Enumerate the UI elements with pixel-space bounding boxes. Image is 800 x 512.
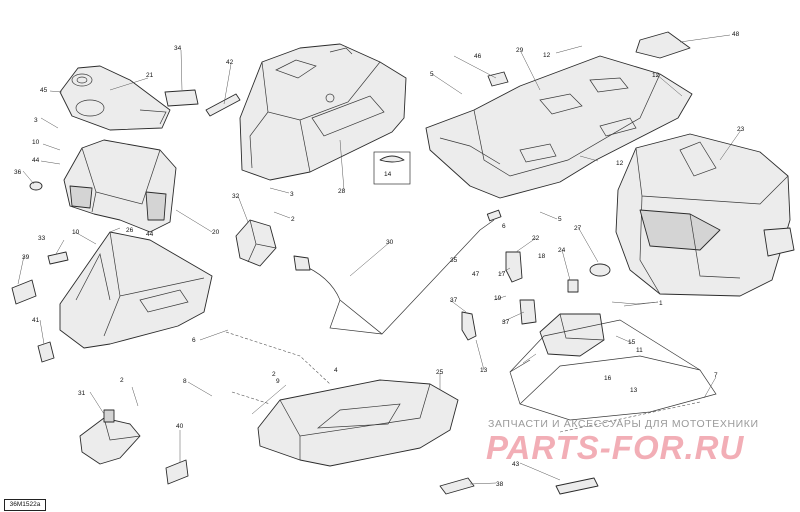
part-37-bracket bbox=[461, 311, 477, 341]
callout-33: 33 bbox=[38, 235, 46, 242]
callout-13: 13 bbox=[630, 387, 638, 394]
part-24-knob bbox=[567, 279, 579, 293]
part-39-decal bbox=[11, 279, 37, 305]
callout-41: 41 bbox=[32, 317, 40, 324]
callout-4: 4 bbox=[334, 367, 338, 374]
callout-20: 20 bbox=[212, 229, 220, 236]
assembly-line bbox=[559, 401, 701, 433]
callout-6: 6 bbox=[502, 223, 506, 230]
callout-45: 45 bbox=[40, 87, 48, 94]
part-31-latch bbox=[79, 409, 141, 465]
callout-19: 19 bbox=[494, 295, 502, 302]
reference-code-label: 36M1522a bbox=[4, 499, 46, 511]
callout-26: 26 bbox=[126, 227, 134, 234]
part-30-cable bbox=[293, 209, 502, 335]
part-38-decal bbox=[439, 477, 475, 495]
part-40-decal bbox=[165, 459, 189, 485]
callout-12: 12 bbox=[652, 72, 660, 79]
callout-47: 47 bbox=[472, 271, 480, 278]
callout-2: 2 bbox=[120, 377, 124, 384]
callout-32: 32 bbox=[232, 193, 240, 200]
part-25-lower-tray bbox=[257, 379, 459, 467]
part-14-strap bbox=[379, 155, 405, 163]
callout-5: 5 bbox=[430, 71, 434, 78]
callout-43: 43 bbox=[512, 461, 520, 468]
callout-14: 14 bbox=[384, 171, 392, 178]
callout-24: 24 bbox=[558, 247, 566, 254]
callout-29: 29 bbox=[516, 47, 524, 54]
part-33-decal bbox=[47, 251, 69, 265]
part-48-decal bbox=[635, 31, 691, 59]
assembly-line bbox=[231, 391, 271, 405]
part-20-side-bracket bbox=[63, 139, 177, 233]
callout-2: 2 bbox=[272, 371, 276, 378]
callout-28: 28 bbox=[338, 188, 346, 195]
part-36-grommet bbox=[29, 181, 43, 191]
callout-9: 9 bbox=[276, 378, 280, 385]
assembly-line bbox=[225, 331, 331, 385]
callout-37: 37 bbox=[450, 297, 458, 304]
callout-10: 10 bbox=[72, 229, 80, 236]
callout-7: 7 bbox=[714, 372, 718, 379]
part-23-rear-box bbox=[615, 133, 795, 297]
callout-37: 37 bbox=[502, 319, 510, 326]
leader-lines bbox=[17, 34, 742, 485]
callout-18: 18 bbox=[538, 253, 546, 260]
callout-36: 36 bbox=[14, 169, 22, 176]
part-14-box bbox=[373, 151, 411, 185]
callout-6: 6 bbox=[192, 337, 196, 344]
callout-21: 21 bbox=[146, 72, 154, 79]
callout-30: 30 bbox=[386, 239, 394, 246]
callout-15: 15 bbox=[628, 339, 636, 346]
part-46-plate bbox=[487, 71, 509, 87]
callout-1: 1 bbox=[659, 300, 663, 307]
watermark-caption: ЗАПЧАСТИ И АКСЕССУАРЫ ДЛЯ МОТОТЕХНИКИ bbox=[488, 418, 759, 430]
part-28-storage-bin bbox=[239, 43, 407, 181]
callout-16: 16 bbox=[604, 375, 612, 382]
callout-22: 22 bbox=[532, 235, 540, 242]
callout-35: 35 bbox=[450, 257, 458, 264]
callout-13: 13 bbox=[480, 367, 488, 374]
part-32-hinge bbox=[235, 219, 277, 267]
callout-8: 8 bbox=[183, 378, 187, 385]
callout-39: 39 bbox=[22, 254, 30, 261]
part-27-cap bbox=[589, 263, 611, 277]
callout-23: 23 bbox=[737, 126, 745, 133]
callout-44: 44 bbox=[32, 157, 40, 164]
callout-46: 46 bbox=[474, 53, 482, 60]
part-21-upper-cover bbox=[59, 65, 171, 131]
callout-12: 12 bbox=[616, 160, 624, 167]
part-43-frame-assembly bbox=[509, 313, 717, 421]
part-34-decal bbox=[164, 89, 199, 107]
callout-40: 40 bbox=[176, 423, 184, 430]
part-22-bracket bbox=[505, 251, 523, 283]
callout-34: 34 bbox=[174, 45, 182, 52]
part-41-decal bbox=[37, 341, 55, 363]
callout-12: 12 bbox=[543, 52, 551, 59]
callout-48: 48 bbox=[732, 31, 740, 38]
part-29-floor-panel bbox=[425, 55, 693, 199]
part-43b-decal bbox=[555, 477, 599, 495]
callout-31: 31 bbox=[78, 390, 86, 397]
callout-3: 3 bbox=[34, 117, 38, 124]
callout-25: 25 bbox=[436, 369, 444, 376]
callout-10: 10 bbox=[32, 139, 40, 146]
watermark-brand: PARTS-FOR.RU bbox=[486, 429, 745, 466]
callout-44: 44 bbox=[146, 231, 154, 238]
callout-2: 2 bbox=[291, 216, 295, 223]
callout-5: 5 bbox=[558, 216, 562, 223]
callout-11: 11 bbox=[636, 347, 643, 354]
callout-42: 42 bbox=[226, 59, 234, 66]
callout-38: 38 bbox=[496, 481, 504, 488]
callout-17: 17 bbox=[498, 271, 506, 278]
part-26-lower-frame bbox=[59, 231, 213, 349]
callout-labels: 1 2 2 2 3 3 4 5 5 6 6 7 8 9 10 10 11 12 … bbox=[14, 31, 745, 488]
part-42-decal bbox=[205, 93, 241, 117]
part-37b-bracket bbox=[519, 299, 537, 325]
callout-27: 27 bbox=[574, 225, 582, 232]
callout-3: 3 bbox=[290, 191, 294, 198]
